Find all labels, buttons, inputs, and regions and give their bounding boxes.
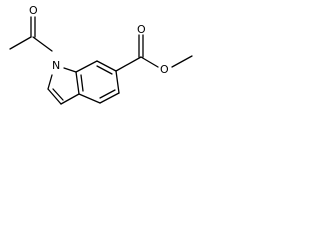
- bond-n-c2: [47, 74, 53, 90]
- bond-c6-c7: [96, 60, 117, 72]
- bond-c6-c7-inner: [96, 65, 113, 75]
- bond-c3a-c4: [78, 93, 101, 104]
- bond-c4-c5-inner: [99, 89, 116, 99]
- bond-n-c7a: [63, 67, 77, 73]
- bond-c5-c6: [115, 70, 120, 94]
- bond-acetyl-c-n: [32, 36, 53, 52]
- bond-c3-c3a: [60, 93, 80, 105]
- bond-c2-c3: [47, 88, 62, 105]
- bond-o-methyl: [171, 55, 193, 68]
- bond-c7a-c3a: [75, 71, 80, 95]
- bond-c7-c7a: [75, 60, 98, 73]
- atom-label-n1: N: [52, 59, 60, 72]
- bond-c4-c5: [99, 92, 120, 104]
- bond-carboxyl-o-single: [140, 56, 159, 68]
- structure-diagram: N O O O: [9, 4, 193, 105]
- bond-c5-carboxyl: [115, 56, 142, 72]
- atom-label-o-carbonyl: O: [137, 23, 146, 36]
- bond-c7a-c3a-inner: [80, 74, 84, 92]
- bond-c2-c3-inner: [52, 88, 64, 101]
- atom-label-o-acetyl: O: [29, 4, 38, 17]
- atom-label-o-ester: O: [160, 63, 169, 76]
- bond-methyl-carbonyl: [9, 36, 32, 50]
